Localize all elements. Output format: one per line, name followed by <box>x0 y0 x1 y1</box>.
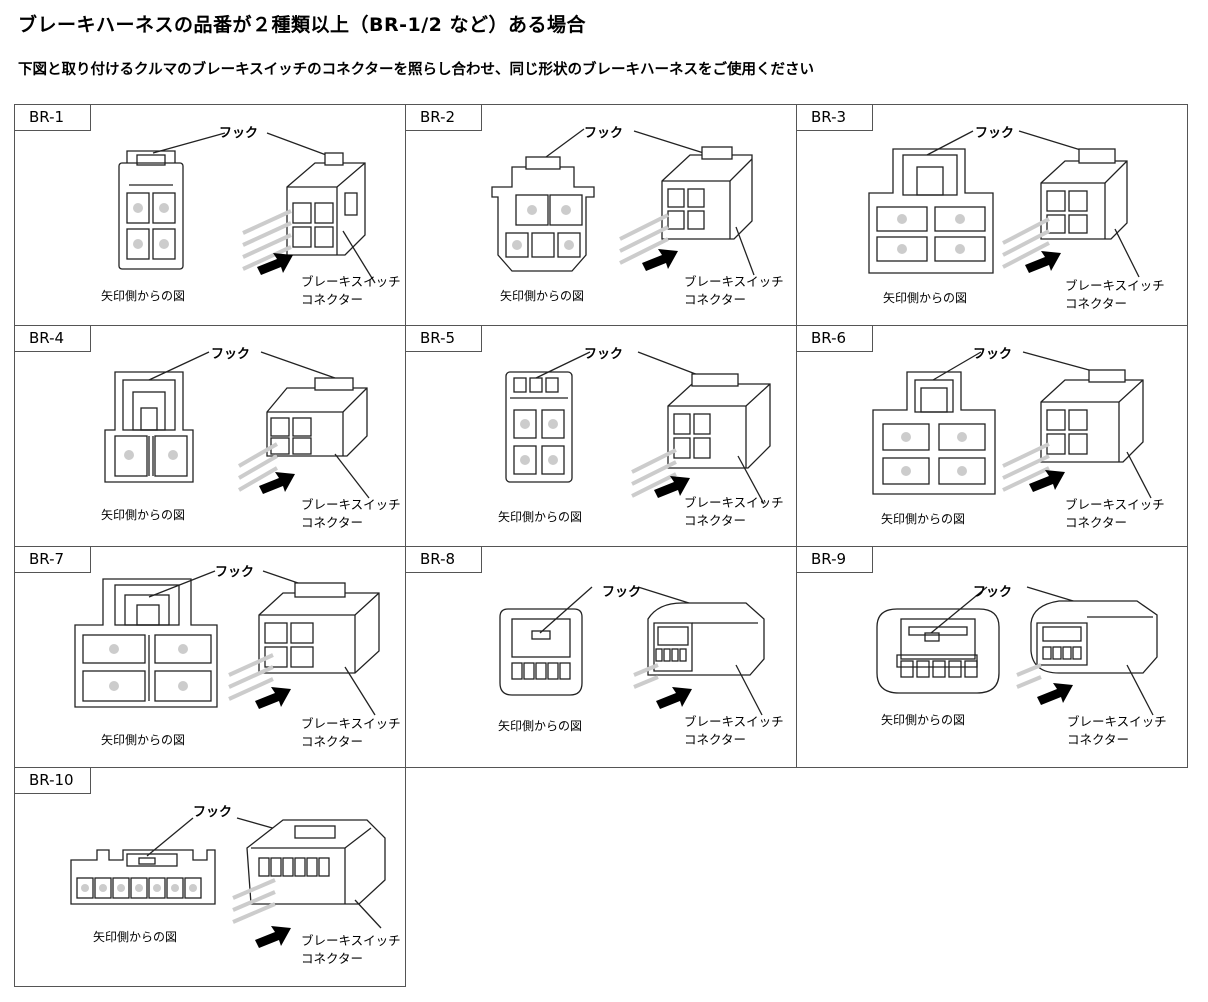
connector-card-br-7: BR-7 <box>14 546 406 768</box>
connector-caption: ブレーキスイッチ コネクター <box>1067 714 1167 747</box>
connector-illustration <box>491 128 755 276</box>
connector-illustration <box>104 351 370 499</box>
view-caption: 矢印側からの図 <box>500 289 585 303</box>
connector-caption: ブレーキスイッチ コネクター <box>684 714 784 747</box>
connector-caption: ブレーキスイッチ コネクター <box>301 274 401 307</box>
connector-illustration <box>876 586 1158 716</box>
connector-id: BR-5 <box>406 326 482 352</box>
connector-id: BR-2 <box>406 105 482 131</box>
view-caption: 矢印側からの図 <box>881 512 966 526</box>
connector-id: BR-7 <box>15 547 91 573</box>
connector-caption: ブレーキスイッチ コネクター <box>1065 497 1165 530</box>
connector-grid: BR-1 <box>14 104 1188 987</box>
view-caption: 矢印側からの図 <box>883 291 968 305</box>
connector-caption: ブレーキスイッチ コネクター <box>684 274 784 307</box>
connector-id: BR-9 <box>797 547 873 573</box>
connector-card-br-2: BR-2 フック <box>405 104 797 326</box>
connector-illustration <box>868 130 1140 278</box>
hook-label: フック <box>584 126 624 141</box>
connector-card-br-1: BR-1 <box>14 104 406 326</box>
connector-caption: ブレーキスイッチ コネクター <box>301 497 401 530</box>
hook-label: フック <box>215 565 255 580</box>
connector-illustration <box>118 132 376 284</box>
page-subtitle: 下図と取り付けるクルマのブレーキスイッチのコネクターを照らし合わせ、同じ形状のブ… <box>18 62 815 78</box>
hook-label: フック <box>973 347 1013 362</box>
hook-label: フック <box>975 126 1015 141</box>
view-caption: 矢印側からの図 <box>881 713 966 727</box>
connector-caption: ブレーキスイッチ コネクター <box>1065 278 1165 311</box>
view-caption: 矢印側からの図 <box>93 930 178 944</box>
hook-label: フック <box>219 126 259 141</box>
connector-illustration <box>499 586 765 716</box>
connector-card-br-10: BR-10 <box>14 767 406 987</box>
page-title: ブレーキハーネスの品番が２種類以上（BR-1/2 など）ある場合 <box>18 14 586 36</box>
connector-caption: ブレーキスイッチ コネクター <box>301 716 401 749</box>
hook-label: フック <box>193 805 233 820</box>
connector-illustration <box>505 351 771 505</box>
view-caption: 矢印側からの図 <box>101 733 186 747</box>
hook-label: フック <box>602 585 642 600</box>
connector-card-br-9: BR-9 フッ <box>796 546 1188 768</box>
connector-illustration <box>70 817 386 948</box>
connector-id: BR-8 <box>406 547 482 573</box>
hook-label: フック <box>973 585 1013 600</box>
view-caption: 矢印側からの図 <box>101 289 186 303</box>
connector-id: BR-6 <box>797 326 873 352</box>
connector-card-br-3: BR-3 <box>796 104 1188 326</box>
view-caption: 矢印側からの図 <box>101 508 186 522</box>
hook-label: フック <box>584 347 624 362</box>
view-caption: 矢印側からの図 <box>498 719 583 733</box>
connector-id: BR-4 <box>15 326 91 352</box>
connector-id: BR-10 <box>15 768 91 794</box>
connector-illustration <box>74 570 380 716</box>
connector-id: BR-3 <box>797 105 873 131</box>
connector-caption: ブレーキスイッチ コネクター <box>301 933 401 966</box>
connector-caption: ブレーキスイッチ コネクター <box>684 495 784 528</box>
connector-card-br-8: BR-8 フック 矢印側からの図 <box>405 546 797 768</box>
connector-illustration <box>872 351 1152 499</box>
connector-card-br-4: BR-4 <box>14 325 406 547</box>
connector-card-br-5: BR-5 <box>405 325 797 547</box>
view-caption: 矢印側からの図 <box>498 510 583 524</box>
hook-label: フック <box>211 347 251 362</box>
connector-id: BR-1 <box>15 105 91 131</box>
connector-card-br-6: BR-6 <box>796 325 1188 547</box>
